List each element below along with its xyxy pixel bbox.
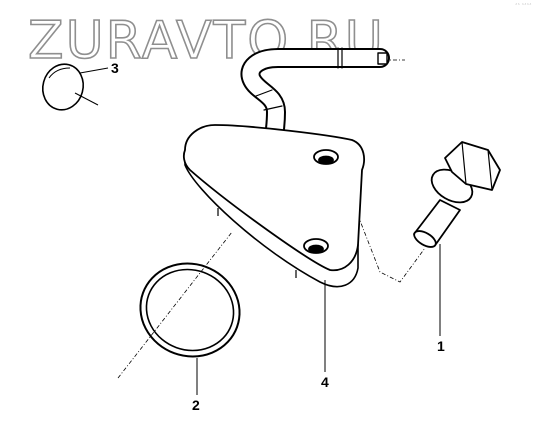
cap-part bbox=[41, 63, 85, 111]
centerline-o-ring bbox=[117, 231, 233, 379]
flange-part bbox=[182, 124, 365, 288]
callout-flange-pipe: 4 bbox=[321, 374, 329, 390]
bolt-part bbox=[413, 141, 501, 248]
leader-lines bbox=[74, 67, 441, 395]
callout-o-ring: 2 bbox=[192, 397, 200, 413]
watermark-text: ZURAVTO.RU bbox=[28, 11, 385, 71]
leader-cap bbox=[79, 67, 109, 74]
leader-cap-lower bbox=[74, 92, 99, 106]
centerline-bolt bbox=[317, 199, 426, 283]
callout-bolt: 1 bbox=[437, 338, 445, 354]
corner-mark: ˆˆ ˆˆˆˆ bbox=[515, 4, 532, 10]
callout-cap: 3 bbox=[111, 60, 119, 76]
o-ring-part bbox=[139, 262, 241, 358]
